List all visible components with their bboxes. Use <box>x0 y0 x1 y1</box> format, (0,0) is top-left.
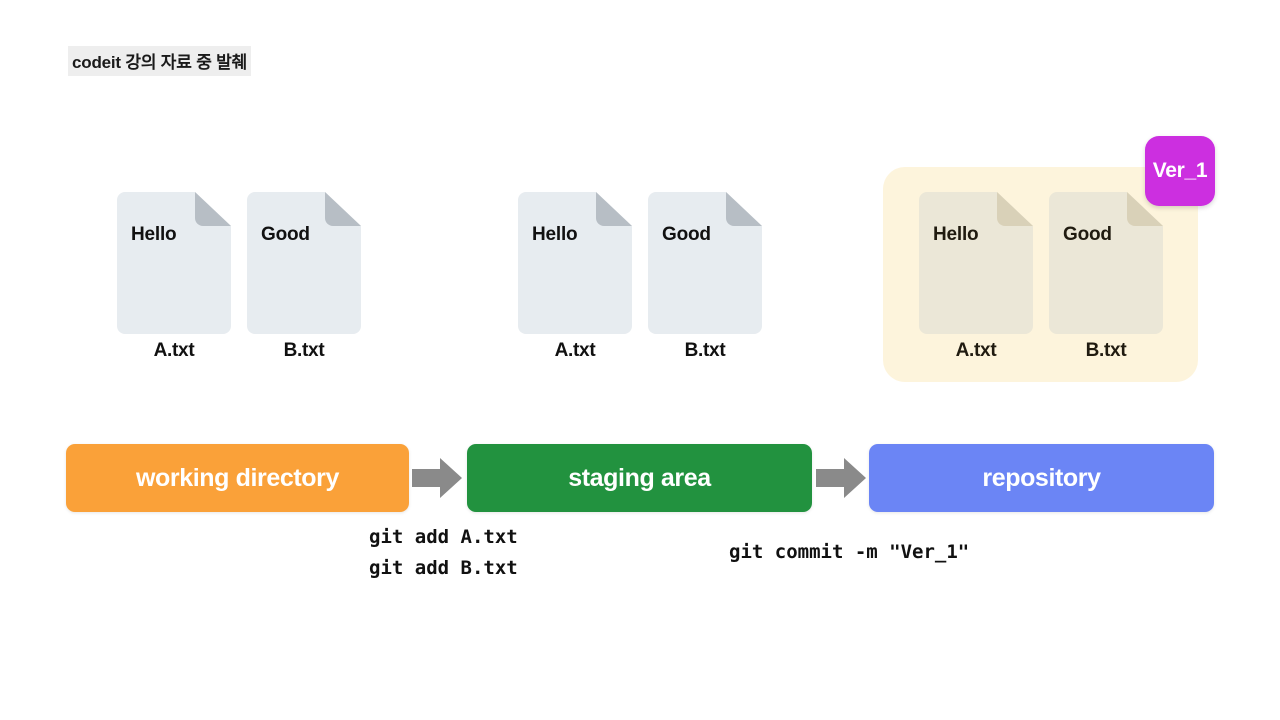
file-card[interactable]: Hello A.txt <box>518 192 632 361</box>
file-content: Good <box>662 224 711 245</box>
file-name: A.txt <box>554 340 596 361</box>
source-note: codeit 강의 자료 중 발췌 <box>68 46 252 76</box>
command-git-add: git add A.txt git add B.txt <box>369 526 518 579</box>
file-content: Hello <box>532 224 578 245</box>
file-icon <box>247 192 361 334</box>
file-card[interactable]: Good B.txt <box>247 192 361 361</box>
file-name: A.txt <box>153 340 195 361</box>
file-name: B.txt <box>283 340 325 361</box>
file-card[interactable]: Good B.txt <box>648 192 762 361</box>
file-content: Hello <box>933 224 979 245</box>
file-content: Hello <box>131 224 177 245</box>
stage-working-directory[interactable]: working directory <box>66 444 409 512</box>
version-badge[interactable]: Ver_1 <box>1145 136 1215 206</box>
arrow-right-icon <box>816 458 866 498</box>
file-icon <box>518 192 632 334</box>
file-icon <box>1049 192 1163 334</box>
file-card[interactable]: Hello A.txt <box>117 192 231 361</box>
stage-repository[interactable]: repository <box>869 444 1214 512</box>
file-name: B.txt <box>1085 340 1127 361</box>
file-content: Good <box>1063 224 1112 245</box>
file-content: Good <box>261 224 310 245</box>
file-name: B.txt <box>684 340 726 361</box>
file-card[interactable]: Good B.txt <box>1049 192 1163 361</box>
file-card[interactable]: Hello A.txt <box>919 192 1033 361</box>
command-git-commit: git commit -m "Ver_1" <box>729 541 970 563</box>
file-icon <box>919 192 1033 334</box>
file-icon <box>117 192 231 334</box>
arrow-right-icon <box>412 458 462 498</box>
file-name: A.txt <box>955 340 997 361</box>
stage-staging-area[interactable]: staging area <box>467 444 812 512</box>
file-icon <box>648 192 762 334</box>
